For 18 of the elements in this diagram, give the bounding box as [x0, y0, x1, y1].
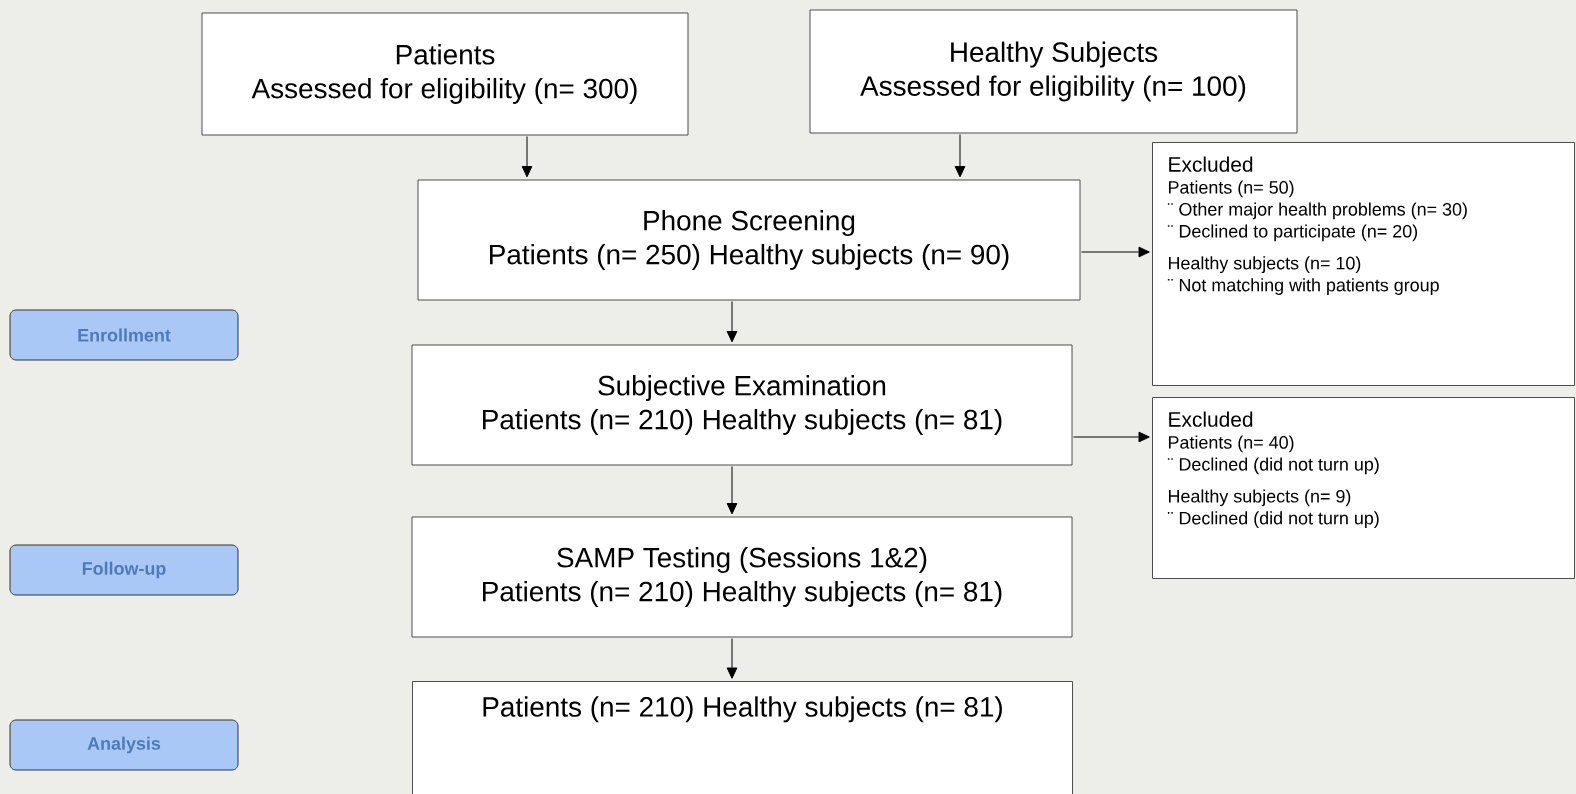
- arrow: [521, 136, 533, 178]
- process-box: SAMP Testing (Sessions 1&2) Patients (n= 210) Healthy subjects (n= 81): [411, 516, 1073, 638]
- phase-label-box: Analysis: [9, 719, 239, 771]
- arrow: [1073, 431, 1150, 443]
- arrow: [1081, 246, 1150, 258]
- arrow: [726, 466, 738, 515]
- exclusion-box: Excluded Patients (n= 50) ¨ Other major health problems (n= 30) ¨ Declined to participate (n= 20) Healthy subjects (n= 10) ¨ Not matching with patients group: [1152, 142, 1575, 386]
- process-box: Subjective Examination Patients (n= 210) Healthy subjects (n= 81): [411, 344, 1073, 466]
- arrow: [726, 638, 738, 679]
- arrow: [954, 134, 966, 178]
- process-box: Healthy Subjects Assessed for eligibility (n= 100): [809, 9, 1298, 134]
- process-box: Patients (n= 210) Healthy subjects (n= 81): [412, 681, 1073, 794]
- process-box: Phone Screening Patients (n= 250) Healthy subjects (n= 90): [417, 179, 1081, 301]
- phase-label-box: Enrollment: [9, 309, 239, 361]
- phase-label-box: Follow-up: [9, 544, 239, 596]
- process-box: Patients Assessed for eligibility (n= 300): [201, 12, 689, 136]
- exclusion-box: Excluded Patients (n= 40) ¨ Declined (did not turn up) Healthy subjects (n= 9) ¨ Declined (did not turn up): [1152, 397, 1575, 579]
- arrow: [726, 301, 738, 343]
